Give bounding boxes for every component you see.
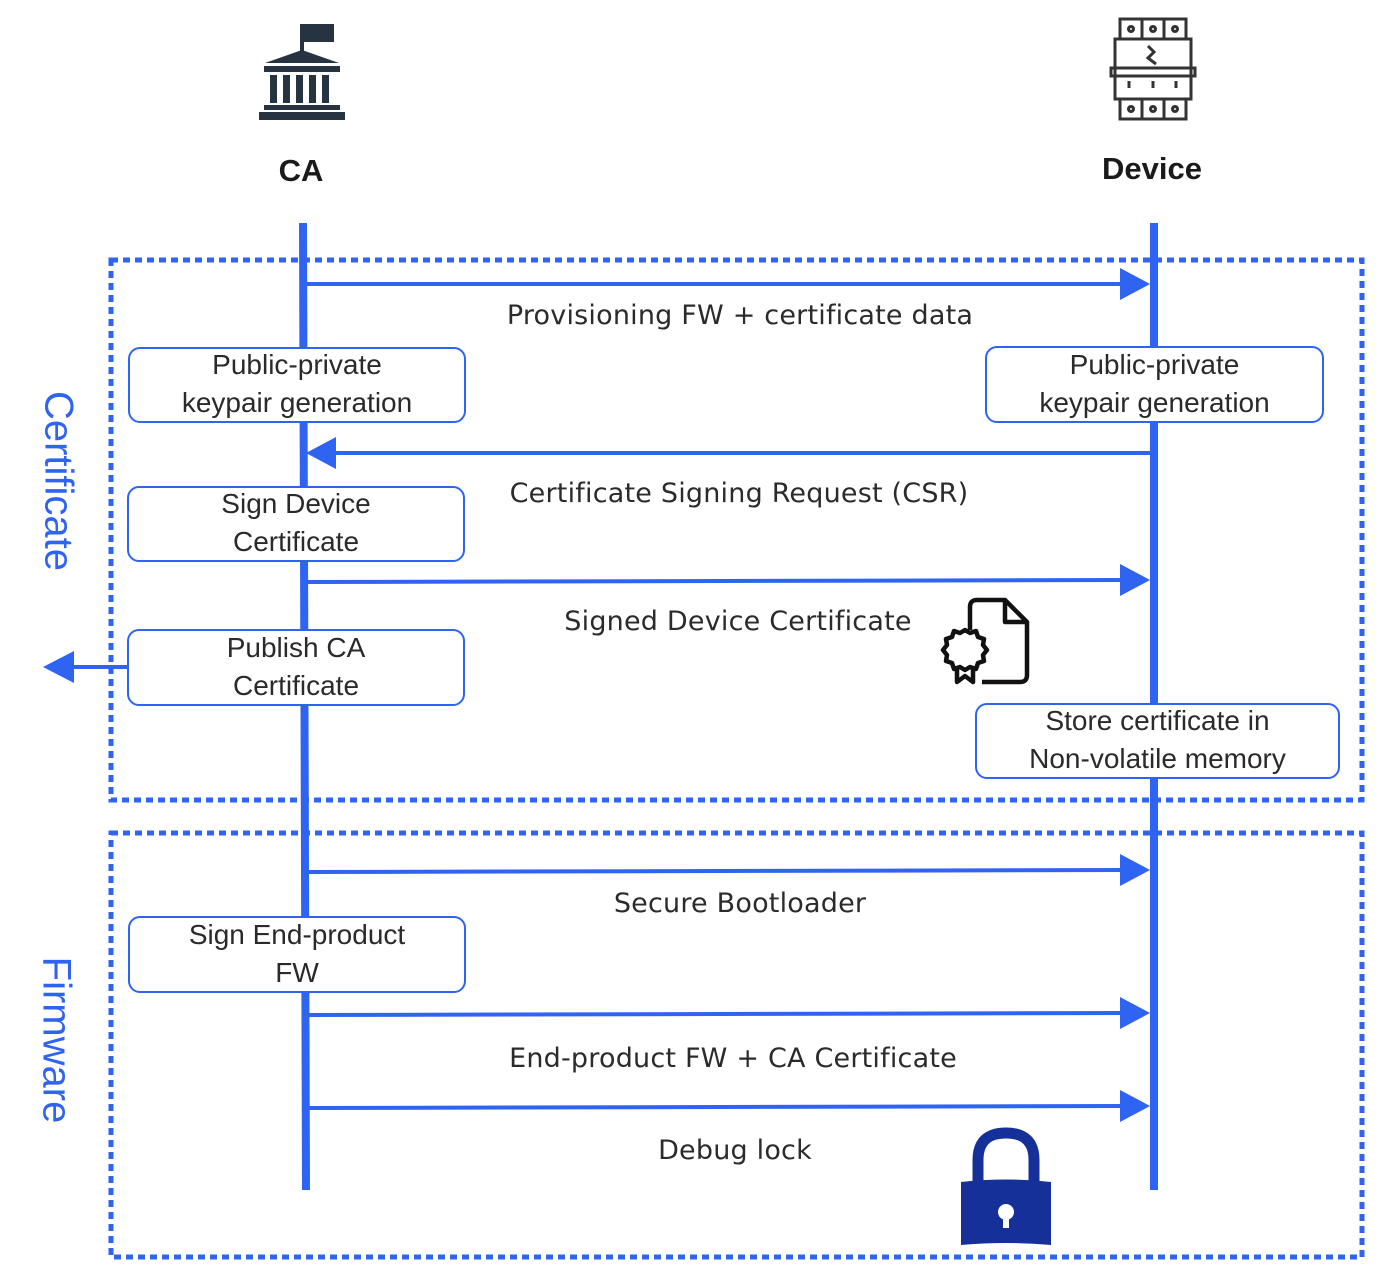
step-publish-ca-certificate-label: Publish CA Certificate bbox=[226, 631, 366, 701]
arrow-m3 bbox=[305, 564, 1150, 596]
message-label-provisioning: Provisioning FW + certificate data bbox=[506, 300, 974, 331]
phase-label-certificate: Certificate bbox=[36, 390, 81, 572]
step-ca-keypair-label: Public-private keypair generation bbox=[181, 349, 413, 418]
phase-label-firmware: Firmware bbox=[34, 956, 79, 1124]
phase-box-firmware bbox=[108, 830, 1365, 1260]
step-ca-keypair-generation: Public-private keypair generation bbox=[128, 347, 466, 423]
message-label-csr: Certificate Signing Request (CSR) bbox=[509, 478, 969, 509]
step-sign-end-product-fw: Sign End-product FW bbox=[128, 916, 466, 993]
actor-label-device: Device bbox=[1102, 151, 1202, 186]
circuit-breaker-device-icon bbox=[1109, 17, 1197, 121]
step-device-keypair-label: Public-private keypair generation bbox=[1039, 348, 1270, 418]
step-sign-device-certificate-label: Sign Device Certificate bbox=[221, 488, 371, 557]
message-label-end-product-fw: End-product FW + CA Certificate bbox=[509, 1043, 957, 1074]
arrow-m5 bbox=[305, 997, 1150, 1029]
message-label-signed-cert: Signed Device Certificate bbox=[564, 606, 912, 637]
arrow-publish bbox=[43, 651, 128, 683]
step-sign-end-product-fw-label: Sign End-product FW bbox=[188, 918, 406, 988]
step-store-certificate: Store certificate in Non-volatile memory bbox=[975, 703, 1340, 779]
step-device-keypair-generation: Public-private keypair generation bbox=[985, 346, 1324, 423]
government-building-icon bbox=[259, 24, 345, 120]
message-label-debug-lock: Debug lock bbox=[658, 1135, 812, 1166]
certificate-document-icon bbox=[940, 597, 1030, 685]
arrow-m1 bbox=[306, 268, 1150, 300]
arrow-m4 bbox=[305, 854, 1150, 886]
arrow-m6 bbox=[305, 1090, 1150, 1122]
arrow-m2 bbox=[306, 437, 1150, 469]
padlock-icon bbox=[961, 1127, 1051, 1245]
message-label-secure-bootloader: Secure Bootloader bbox=[613, 888, 867, 919]
phase-box-certificate bbox=[108, 257, 1365, 803]
actor-label-ca: CA bbox=[278, 153, 324, 188]
step-publish-ca-certificate: Publish CA Certificate bbox=[127, 629, 465, 706]
step-sign-device-certificate: Sign Device Certificate bbox=[127, 486, 465, 562]
step-store-certificate-label: Store certificate in Non-volatile memory bbox=[1029, 705, 1286, 774]
